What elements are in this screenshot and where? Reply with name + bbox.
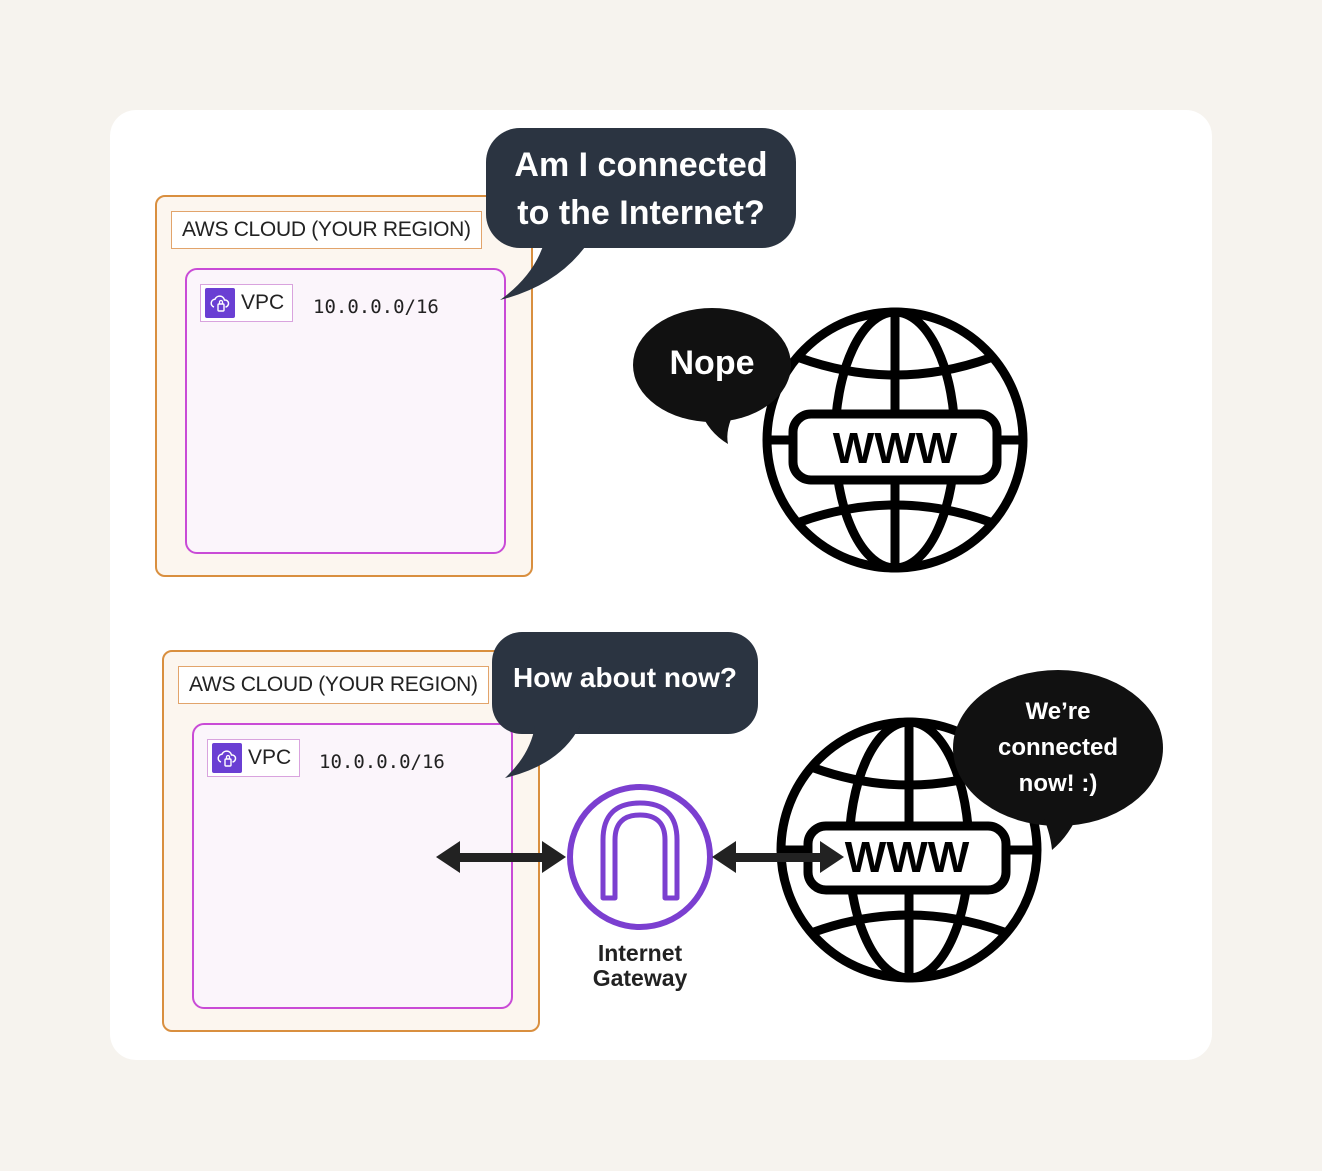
question-text-top: Am I connected to the Internet? (486, 141, 796, 237)
globe-www-icon (762, 307, 1028, 573)
vpc-label-bottom: VPC (248, 746, 292, 769)
reply-line-2: connected (997, 734, 1119, 761)
vpc-cloud-lock-icon (212, 743, 242, 773)
question-line-2: to the Internet? (517, 194, 765, 232)
vpc-label-top: VPC (241, 291, 285, 314)
double-arrow-icon (436, 841, 566, 873)
reply-line-1: We’re (1025, 698, 1091, 725)
question-text-bottom: How about now? (513, 662, 737, 693)
double-arrow-icon (712, 841, 844, 873)
reply-text-bottom: We’re connected now! :) (953, 694, 1163, 802)
gateway-label-line-2: Gateway (592, 965, 688, 991)
gateway-label: Internet Gateway (560, 941, 720, 991)
globe-text-bottom: WWW (845, 833, 970, 882)
gateway-label-line-1: Internet (597, 940, 683, 966)
question-line-1: Am I connected (514, 146, 768, 184)
vpc-cloud-lock-icon (205, 288, 235, 318)
question-bubble-top (486, 128, 796, 300)
reply-bubble-top (633, 308, 791, 444)
reply-line-3: now! :) (1018, 770, 1098, 797)
vpc-cidr-top: 10.0.0.0/16 (313, 296, 439, 318)
question-bubble-bottom (492, 632, 758, 778)
aws-cloud-label-bottom: AWS CLOUD (YOUR REGION) (178, 666, 489, 704)
aws-cloud-label-top: AWS CLOUD (YOUR REGION) (171, 211, 482, 249)
globe-text-top: WWW (833, 424, 958, 473)
internet-gateway-icon (567, 784, 713, 930)
vpc-badge-top: VPC (200, 284, 294, 322)
reply-text-top: Nope (669, 344, 755, 382)
reply-bubble-bottom (953, 670, 1163, 850)
globe-www-icon (776, 717, 1042, 983)
vpc-cidr-bottom: 10.0.0.0/16 (319, 751, 445, 773)
vpc-badge-bottom: VPC (207, 739, 301, 777)
